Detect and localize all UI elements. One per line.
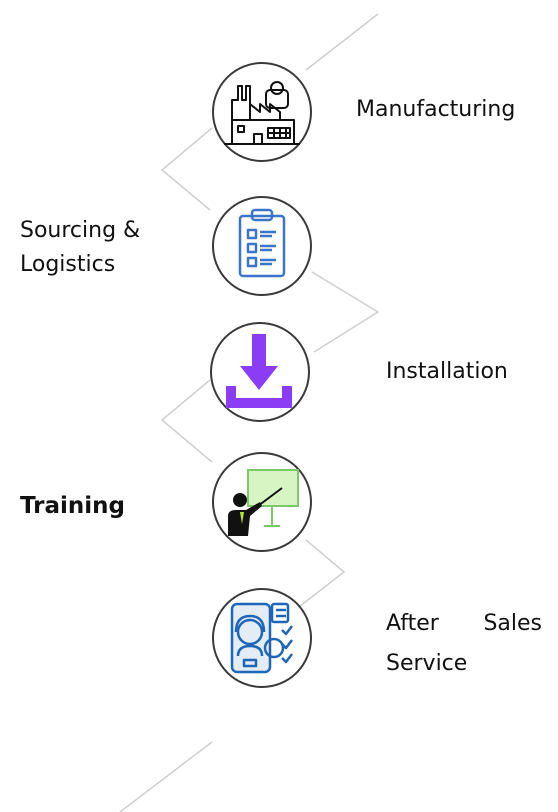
step-label-line: Sourcing & — [20, 218, 141, 243]
step-label-training: Training — [20, 493, 126, 519]
step-circle-after-sales-service — [212, 588, 312, 688]
download-icon — [226, 334, 292, 408]
step-circle-sourcing-logistics — [212, 196, 312, 296]
support-agent-icon — [230, 602, 293, 674]
step-label-line: After Sales — [386, 604, 542, 644]
step-label-word: Sales — [483, 611, 542, 636]
step-label-manufacturing: Manufacturing — [356, 97, 516, 122]
factory-icon — [224, 81, 300, 145]
step-label-line: Service — [386, 651, 468, 676]
step-label-sourcing-logistics: Sourcing & Logistics — [20, 214, 140, 282]
step-label-installation: Installation — [386, 359, 508, 384]
step-circle-training — [212, 452, 312, 552]
step-circle-manufacturing — [212, 62, 312, 162]
step-label-word: After — [386, 611, 439, 636]
step-circle-installation — [210, 322, 310, 422]
step-label-after-sales-service: After Sales Service — [386, 604, 542, 684]
clipboard-checklist-icon — [238, 208, 286, 278]
step-label-line: Logistics — [20, 252, 116, 277]
presentation-trainer-icon — [228, 469, 299, 536]
